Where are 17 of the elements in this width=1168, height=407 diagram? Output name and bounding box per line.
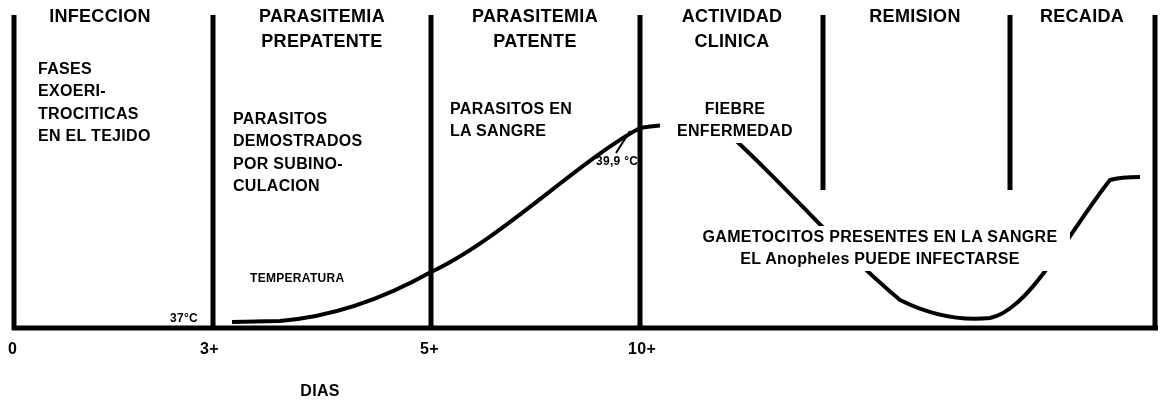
- phase-heading: ACTIVIDAD CLINICA: [680, 5, 784, 54]
- phase-heading: PARASITEMIA PREPATENTE: [258, 5, 386, 54]
- axis-tick-label: 3+: [200, 339, 220, 359]
- phase-heading: RECAIDA: [1038, 5, 1126, 28]
- phase-heading: REMISION: [868, 5, 962, 28]
- temperature-value: 37°C: [170, 310, 199, 327]
- axis-tick-label: 10+: [628, 339, 658, 359]
- phase-heading: PARASITEMIA PATENTE: [471, 5, 599, 54]
- axis-tick-label: 5+: [420, 339, 440, 359]
- phase-description: PARASITOS EN LA SANGRE: [450, 99, 574, 142]
- phase-heading: INFECCION: [48, 5, 152, 28]
- leader-line: [615, 130, 631, 154]
- axis-title: DIAS: [299, 381, 341, 401]
- axis-tick-label: 0: [8, 339, 19, 359]
- phase-description: PARASITOS DEMOSTRADOS POR SUBINO- CULACION: [233, 109, 364, 197]
- temperature-value: 39,9 °C: [596, 153, 639, 170]
- phase-description: FASES EXOERI- TROCITICAS EN EL TEJIDO: [38, 59, 152, 147]
